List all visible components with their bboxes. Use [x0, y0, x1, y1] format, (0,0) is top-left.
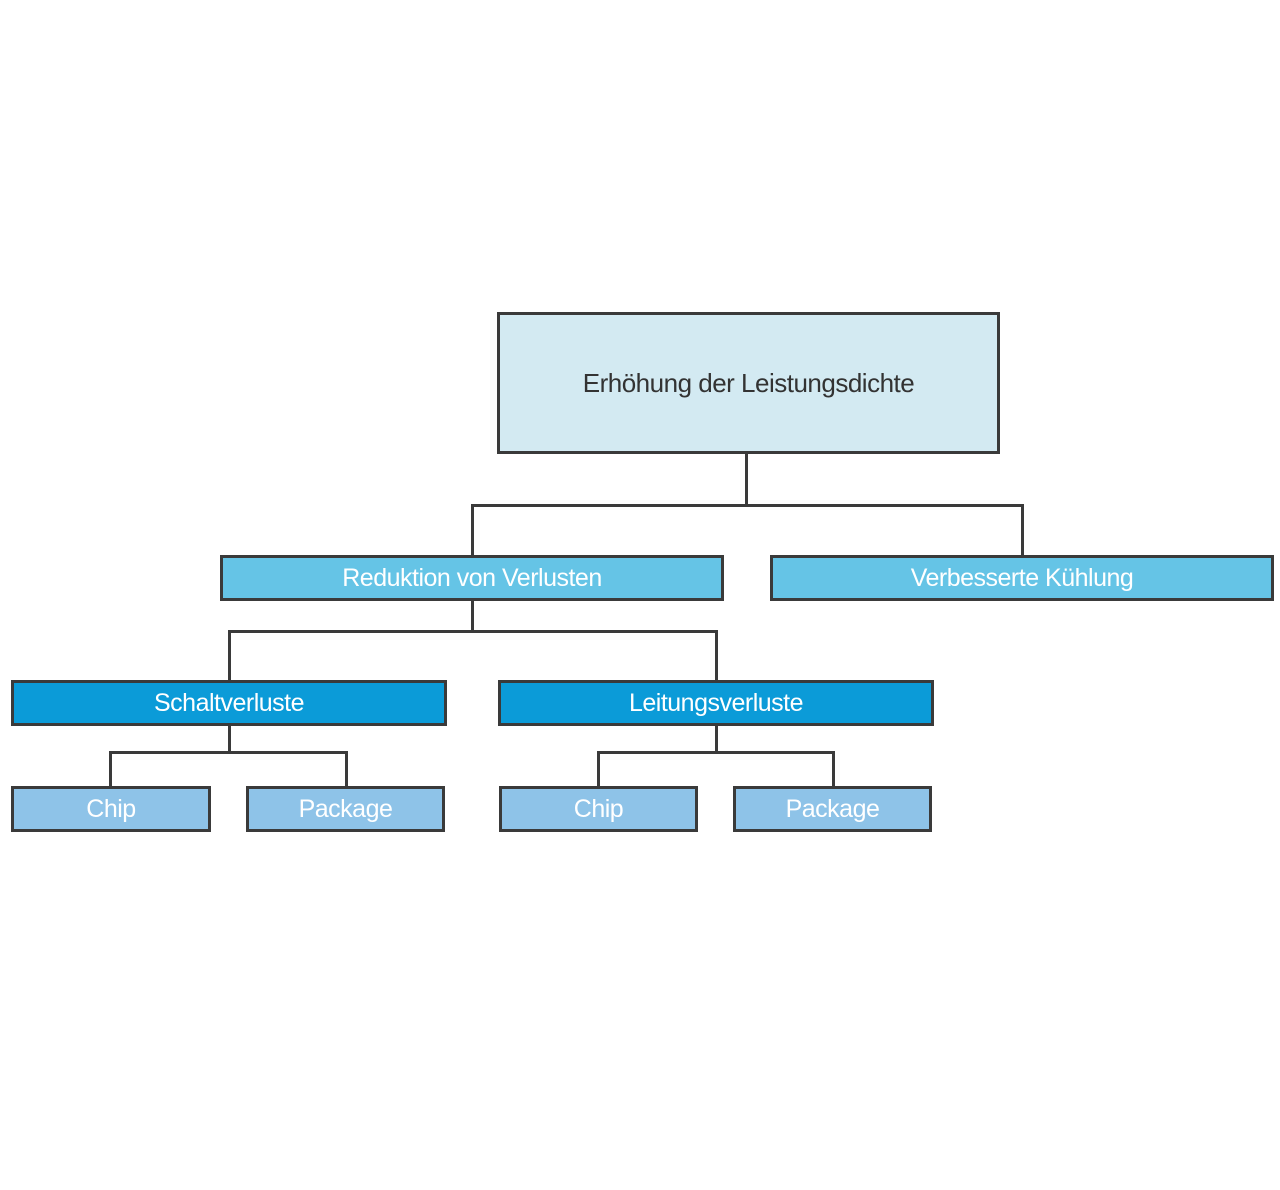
connector-root-stem — [745, 454, 748, 506]
node-switching-chip: Chip — [11, 786, 211, 832]
connector-root-bar — [471, 504, 1024, 507]
node-switching-package: Package — [246, 786, 445, 832]
connector-l1a-right-drop — [715, 630, 718, 680]
connector-l2a-left-drop — [109, 751, 112, 786]
connector-l2a-stem — [228, 726, 231, 754]
node-root-label: Erhöhung der Leistungsdichte — [582, 367, 915, 398]
node-cooling: Verbesserte Kühlung — [770, 555, 1274, 601]
connector-root-right-drop — [1021, 504, 1024, 555]
connector-root-left-drop — [471, 504, 474, 555]
connector-l2a-bar — [109, 751, 348, 754]
node-conduction-losses-label: Leitungsverluste — [628, 688, 804, 717]
connector-l2a-right-drop — [345, 751, 348, 786]
node-conduction-package: Package — [733, 786, 932, 832]
node-cooling-label: Verbesserte Kühlung — [910, 563, 1134, 592]
connector-l2b-left-drop — [597, 751, 600, 786]
connector-l2b-right-drop — [832, 751, 835, 786]
connector-l1a-left-drop — [228, 630, 231, 680]
node-switching-chip-label: Chip — [86, 794, 136, 823]
node-reduction: Reduktion von Verlusten — [220, 555, 724, 601]
node-conduction-chip-label: Chip — [573, 794, 624, 823]
connector-l1a-stem — [471, 601, 474, 632]
connector-l2b-stem — [715, 726, 718, 754]
node-switching-losses-label: Schaltverluste — [153, 688, 305, 717]
connector-l2b-bar — [597, 751, 835, 754]
node-root: Erhöhung der Leistungsdichte — [497, 312, 1000, 454]
node-conduction-losses: Leitungsverluste — [498, 680, 934, 726]
node-switching-losses: Schaltverluste — [11, 680, 447, 726]
connector-l1a-bar — [228, 630, 718, 633]
node-conduction-chip: Chip — [499, 786, 698, 832]
node-reduction-label: Reduktion von Verlusten — [342, 563, 602, 592]
node-conduction-package-label: Package — [785, 794, 880, 823]
node-switching-package-label: Package — [298, 794, 393, 823]
